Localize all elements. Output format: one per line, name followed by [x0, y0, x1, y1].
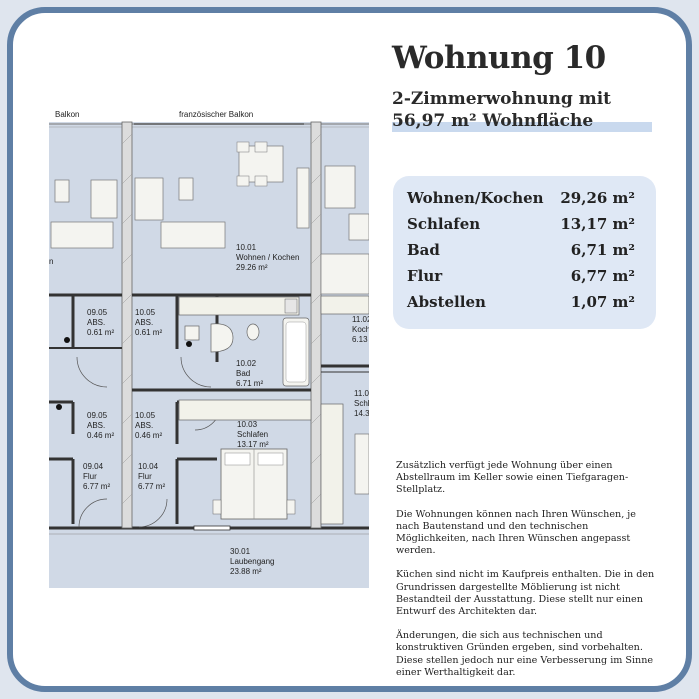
room-area: 13.17 m²	[237, 440, 269, 449]
area-value: 29,26 m²	[560, 189, 635, 207]
area-label: Bad	[407, 241, 440, 259]
room-area: 14.3	[354, 409, 369, 418]
room-area: 6.77 m²	[83, 482, 110, 491]
room-number: 10.01	[236, 243, 257, 252]
room-area: 6.13	[352, 335, 368, 344]
subtitle-line-2: 56,97 m² Wohnfläche	[392, 110, 652, 132]
room-number: 10.03	[237, 420, 258, 429]
room-name: Bad	[236, 369, 250, 378]
room-area: 0.46 m²	[87, 431, 114, 440]
area-summary-box: Wohnen/Kochen 29,26 m² Schlafen 13,17 m² B…	[393, 176, 656, 329]
page-title: Wohnung 10	[392, 40, 606, 76]
info-text: Zusätzlich verfügt jede Wohnung über ein…	[396, 460, 658, 691]
room-number: 10.02	[236, 359, 257, 368]
room-number: 10.05	[135, 308, 156, 317]
room-name: Flur	[83, 472, 97, 481]
room-area: 23.88 m²	[230, 567, 262, 576]
balkon-label: Balkon	[55, 110, 79, 119]
floor-plan-drawing: Balkon französischer Balkon 10.01 Wohnen…	[49, 104, 369, 588]
area-row: Abstellen 1,07 m²	[407, 293, 635, 311]
area-row: Flur 6,77 m²	[407, 267, 635, 285]
room-area: 29.26 m²	[236, 263, 268, 272]
room-number: 11.0	[354, 389, 369, 398]
area-label: Wohnen/Kochen	[407, 189, 544, 207]
area-value: 6,77 m²	[570, 267, 635, 285]
room-number: 30.01	[230, 547, 251, 556]
area-label: Abstellen	[407, 293, 486, 311]
area-row: Bad 6,71 m²	[407, 241, 635, 259]
room-name: ABS.	[135, 318, 153, 327]
room-name: ABS.	[87, 318, 105, 327]
area-row: Schlafen 13,17 m²	[407, 215, 635, 233]
room-name: Laubengang	[230, 557, 275, 566]
room-number: 09.05	[87, 308, 108, 317]
room-number: 10.05	[135, 411, 156, 420]
room-area: 6.77 m²	[138, 482, 165, 491]
room-number: 11.02	[352, 315, 369, 324]
area-label: Flur	[407, 267, 443, 285]
room-area: 6.71 m²	[236, 379, 263, 388]
info-paragraph: Die Wohnungen können nach Ihren Wünschen…	[396, 508, 636, 557]
franz-balkon-label: französischer Balkon	[179, 110, 253, 119]
room-name: Wohnen / Kochen	[236, 253, 299, 262]
room-area: 0.61 m²	[87, 328, 114, 337]
info-paragraph: Änderungen, die sich aus technischen und…	[396, 630, 654, 678]
info-paragraph: Küchen sind nicht im Kaufpreis enthalten…	[396, 569, 655, 618]
area-value: 6,71 m²	[570, 241, 635, 259]
room-number: 09.05	[87, 411, 108, 420]
room-name: Schl	[354, 399, 369, 408]
room-number: 09.04	[83, 462, 104, 471]
subtitle-line-1: 2-Zimmerwohnung mit	[392, 89, 612, 109]
room-name: ABS.	[87, 421, 105, 430]
area-value: 13,17 m²	[560, 215, 635, 233]
room-number: 10.04	[138, 462, 159, 471]
info-paragraph: Zusätzlich verfügt jede Wohnung über ein…	[396, 460, 629, 496]
area-row: Wohnen/Kochen 29,26 m²	[407, 189, 635, 207]
room-name: Koch	[352, 325, 369, 334]
floor-plan: Balkon französischer Balkon 10.01 Wohnen…	[49, 104, 369, 588]
room-name: n	[49, 257, 53, 266]
area-value: 1,07 m²	[570, 293, 635, 311]
page-subtitle: 2-Zimmerwohnung mit 56,97 m² Wohnfläche	[392, 88, 652, 132]
room-name: Schlafen	[237, 430, 268, 439]
room-name: Flur	[138, 472, 152, 481]
room-name: ABS.	[135, 421, 153, 430]
room-area: 0.61 m²	[135, 328, 162, 337]
area-label: Schlafen	[407, 215, 481, 233]
room-area: 0.46 m²	[135, 431, 162, 440]
